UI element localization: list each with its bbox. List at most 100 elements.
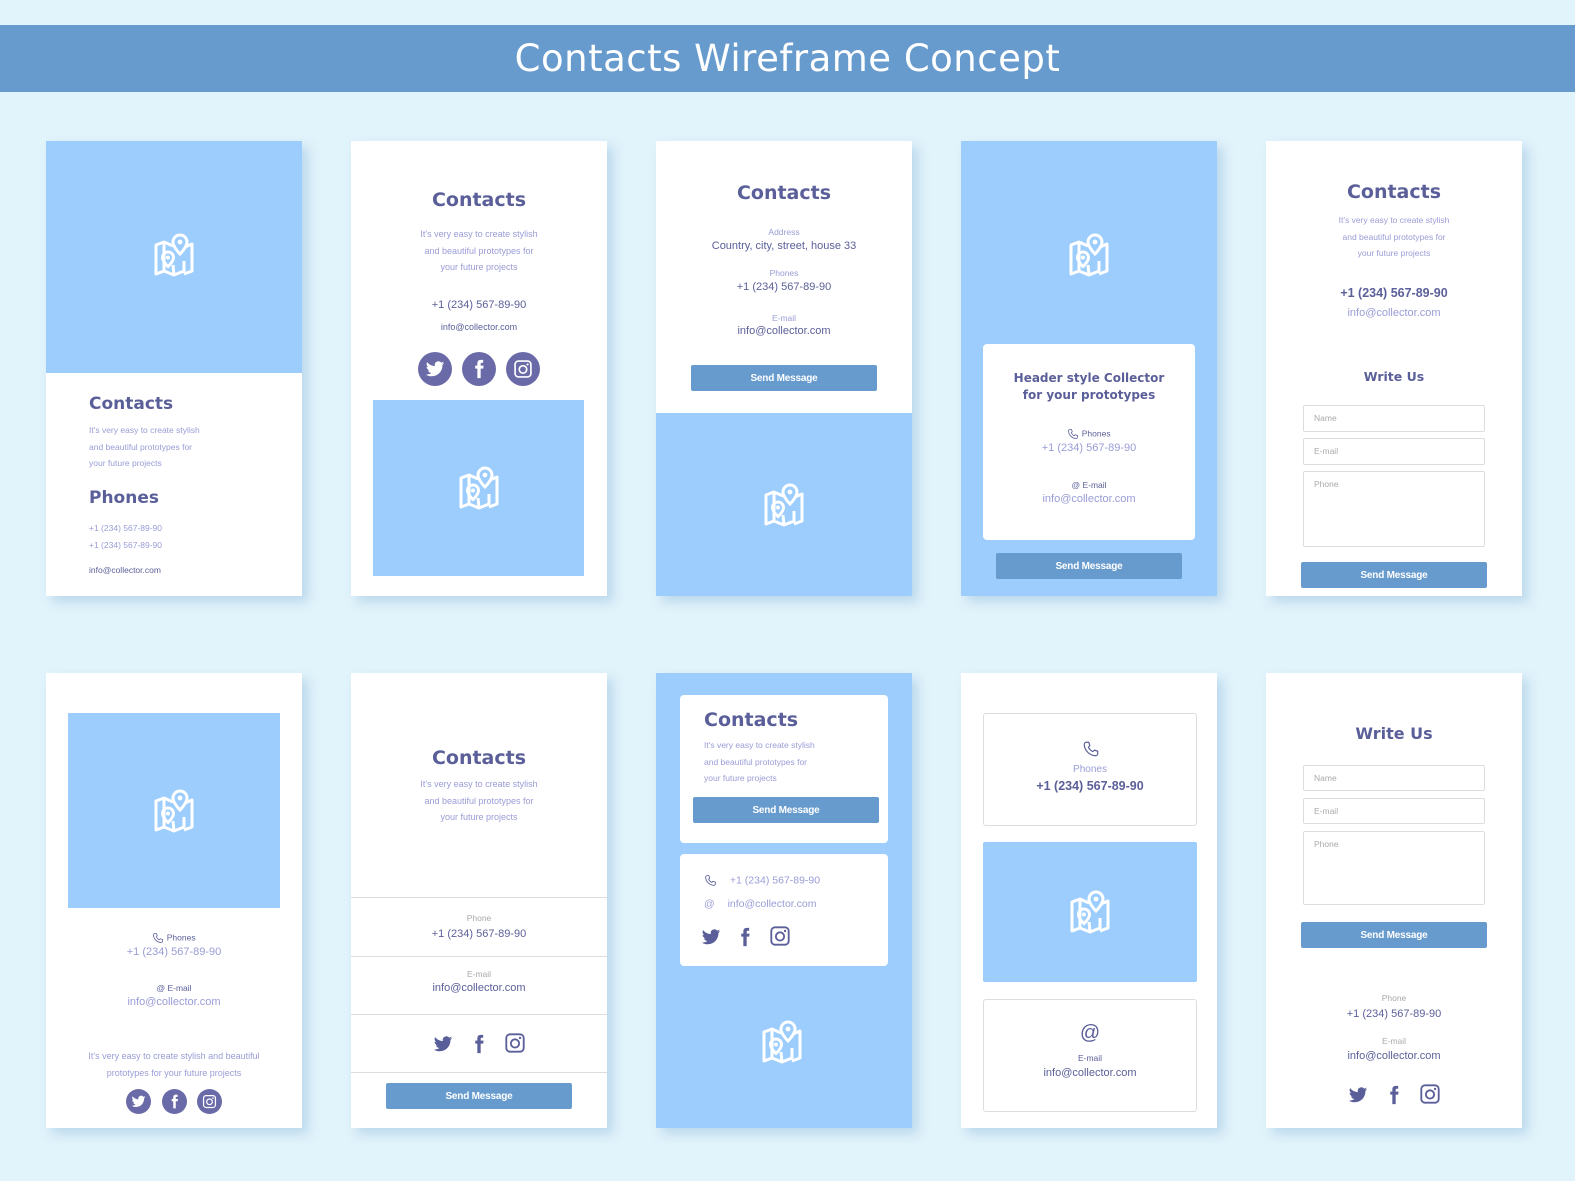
facebook-icon[interactable] [1383, 1084, 1405, 1106]
twitter-icon[interactable] [700, 926, 722, 948]
email-link[interactable]: info@collector.com [432, 982, 526, 994]
send-message-button[interactable]: Send Message [1301, 922, 1487, 948]
map-pin-icon [1068, 888, 1112, 936]
phone-number[interactable]: +1 (234) 567-89-90 [431, 928, 527, 940]
send-message-button[interactable]: Send Message [691, 365, 877, 391]
contacts-heading: Contacts [1346, 181, 1442, 203]
address-label: Address [768, 227, 800, 237]
facebook-icon[interactable] [161, 1089, 187, 1114]
email-label-row: @ E-mail [156, 983, 192, 993]
twitter-icon[interactable] [432, 1033, 454, 1055]
phone-number-2[interactable]: +1 (234) 567-89-90 [89, 540, 163, 550]
facebook-icon[interactable] [462, 352, 496, 386]
map-block [68, 713, 280, 908]
page-banner: Contacts Wireframe Concept [0, 25, 1575, 92]
facebook-icon[interactable] [468, 1033, 490, 1055]
email-input[interactable]: E-mail [1303, 798, 1485, 824]
map-block [373, 400, 584, 576]
instagram-icon[interactable] [196, 1089, 222, 1114]
twitter-icon[interactable] [417, 352, 452, 386]
phone-icon [1067, 428, 1079, 440]
send-message-button[interactable]: Send Message [996, 553, 1182, 579]
wireframe-card-2: Contacts It's very easy to create stylis… [351, 141, 607, 596]
email-link[interactable]: info@collector.com [1347, 1050, 1441, 1062]
info-panel: +1 (234) 567-89-90 @ info@collector.com [680, 854, 888, 966]
facebook-icon[interactable] [734, 926, 756, 948]
social-icons [46, 1089, 302, 1114]
phone-number[interactable]: +1 (234) 567-89-90 [1346, 1008, 1442, 1020]
email-row: E-mail info@collector.com [351, 956, 607, 1015]
phones-label-row: Phones [46, 932, 302, 944]
map-block [46, 141, 302, 373]
phone-number[interactable]: +1 (234) 567-89-90 [1340, 286, 1448, 300]
map-pin-icon [762, 481, 806, 529]
instagram-icon[interactable] [506, 352, 541, 386]
map-pin-icon [760, 1018, 804, 1066]
map-block [983, 842, 1197, 982]
phones-heading: Phones [89, 488, 159, 508]
email-link[interactable]: info@collector.com [737, 325, 831, 337]
map-pin-icon [152, 231, 196, 279]
name-input[interactable]: Name [1303, 765, 1485, 791]
write-us-heading: Write Us [1363, 369, 1425, 384]
email-link[interactable]: info@collector.com [1042, 493, 1136, 505]
map-pin-icon [1067, 231, 1111, 279]
email-link[interactable]: info@collector.com [1347, 307, 1441, 319]
wireframe-card-6: Phones +1 (234) 567-89-90 @ E-mail info@… [46, 673, 302, 1128]
social-row [351, 1014, 607, 1073]
social-icons [700, 925, 795, 952]
email-input[interactable]: E-mail [1303, 438, 1485, 465]
email-link[interactable]: info@collector.com [440, 322, 518, 332]
phone-row: +1 (234) 567-89-90 [704, 874, 820, 887]
email-box: @ E-mail info@collector.com [983, 999, 1197, 1112]
send-message-button[interactable]: Send Message [1301, 562, 1487, 588]
phone-label: Phone [1381, 993, 1407, 1003]
contacts-heading: Contacts [431, 747, 527, 769]
wireframe-card-1: Contacts It's very easy to create stylis… [46, 141, 302, 596]
contacts-heading: Contacts [89, 394, 174, 414]
send-message-button[interactable]: Send Message [693, 797, 879, 823]
twitter-icon[interactable] [1347, 1084, 1369, 1106]
instagram-icon[interactable] [769, 925, 791, 947]
name-input[interactable]: Name [1303, 405, 1485, 432]
phone-textarea[interactable]: Phone [1303, 831, 1485, 905]
phone-row: Phone +1 (234) 567-89-90 [351, 897, 607, 956]
email-link[interactable]: info@collector.com [89, 565, 161, 575]
twitter-icon[interactable] [126, 1089, 152, 1114]
email-link[interactable]: info@collector.com [127, 996, 221, 1008]
at-icon: @ [1071, 480, 1081, 490]
phone-number[interactable]: +1 (234) 567-89-90 [431, 299, 527, 311]
email-label: E-mail [466, 969, 492, 979]
phone-icon [1082, 740, 1100, 758]
send-message-button[interactable]: Send Message [386, 1083, 572, 1109]
contacts-heading: Contacts [704, 709, 799, 731]
phone-number-1[interactable]: +1 (234) 567-89-90 [89, 523, 163, 533]
instagram-icon[interactable] [504, 1032, 526, 1054]
social-icons [1266, 1083, 1522, 1110]
phone-number[interactable]: +1 (234) 567-89-90 [1036, 779, 1144, 793]
instagram-icon[interactable] [1419, 1083, 1441, 1105]
contacts-panel: Contacts It's very easy to create stylis… [680, 695, 888, 843]
phones-label: Phones [1073, 764, 1107, 775]
map-pin-icon [152, 787, 196, 835]
phone-textarea[interactable]: Phone [1303, 471, 1485, 547]
phone-number[interactable]: +1 (234) 567-89-90 [126, 946, 222, 958]
page-title: Contacts Wireframe Concept [514, 37, 1061, 80]
phone-number[interactable]: +1 (234) 567-89-90 [736, 281, 832, 293]
phones-label-row: Phones [983, 428, 1195, 440]
wireframe-card-8: Contacts It's very easy to create stylis… [656, 673, 912, 1128]
email-link[interactable]: info@collector.com [1043, 1067, 1137, 1079]
phone-number[interactable]: +1 (234) 567-89-90 [1041, 442, 1137, 454]
email-label-row: @ E-mail [1071, 480, 1107, 490]
email-label: E-mail [1381, 1036, 1407, 1046]
contacts-heading: Contacts [736, 182, 832, 204]
at-icon: @ [704, 898, 715, 910]
map-block [656, 413, 912, 596]
at-icon: @ [156, 983, 166, 993]
